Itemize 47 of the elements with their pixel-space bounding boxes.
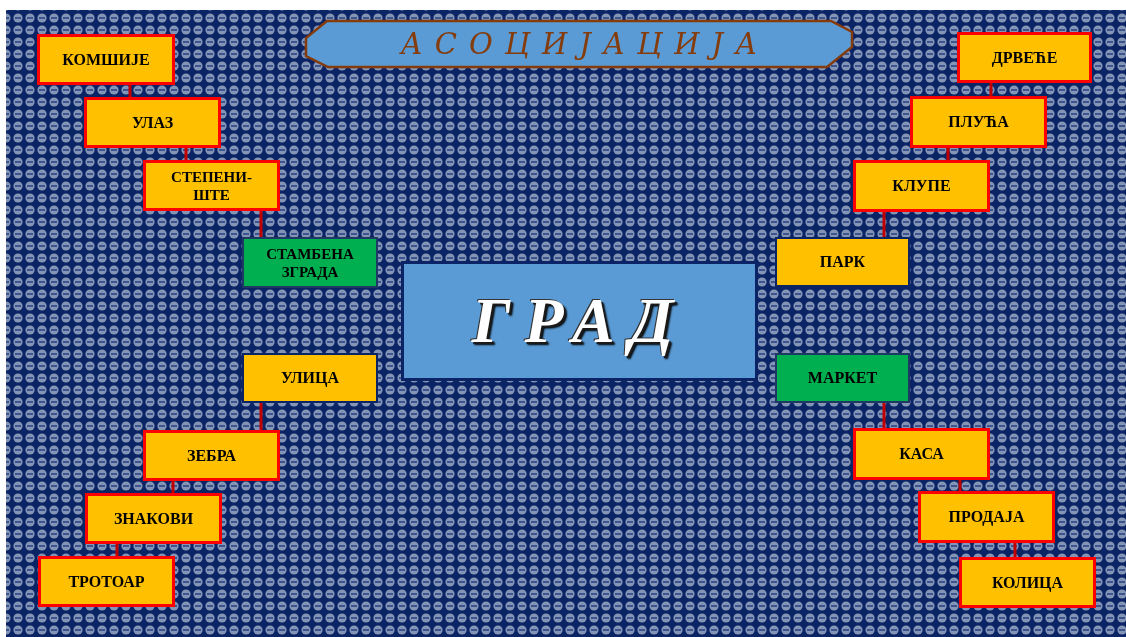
- word: ПАРК: [819, 252, 866, 272]
- word-box: [918, 491, 1055, 543]
- connector-line: [882, 403, 886, 428]
- word-box: [959, 557, 1096, 608]
- connector-line: [184, 148, 188, 160]
- word: СТЕПЕНИ- ШТЕ: [170, 167, 253, 204]
- word: СТАМБЕНА ЗГРАДА: [265, 244, 355, 281]
- word-box: [143, 160, 280, 211]
- word: КОЛИЦА: [991, 572, 1064, 593]
- word: ПРОДАЈА: [948, 507, 1025, 527]
- word: УЛАЗ: [131, 112, 174, 133]
- word-box: [85, 493, 222, 544]
- connector-line: [259, 211, 263, 237]
- word-box: [242, 353, 378, 403]
- word-box: [242, 237, 378, 288]
- connector-line: [171, 481, 175, 493]
- connector-line: [1013, 543, 1017, 557]
- word-box: [853, 428, 990, 480]
- central-word: ГРАД: [471, 283, 688, 358]
- word-box: [957, 32, 1092, 83]
- title: АСОЦИЈАЦИЈА: [400, 27, 770, 61]
- word: ДРВЕЋЕ: [991, 47, 1058, 68]
- word-box: [84, 97, 221, 148]
- central-word-box: [401, 261, 758, 381]
- connector-line: [946, 148, 950, 160]
- connector-line: [259, 403, 263, 430]
- word: ЗНАКОВИ: [113, 508, 194, 529]
- word-box: [143, 430, 280, 481]
- word-box: [910, 96, 1047, 148]
- word-box: [38, 556, 175, 607]
- connector-line: [882, 212, 886, 237]
- word: КОМШИЈЕ: [62, 49, 150, 70]
- word: ЗЕБРА: [187, 445, 236, 466]
- connector-line: [989, 83, 993, 96]
- word: КЛУПЕ: [892, 176, 951, 196]
- word: МАРКЕТ: [807, 368, 878, 388]
- word: ТРОТОАР: [68, 571, 145, 592]
- word: КАСА: [899, 444, 944, 464]
- word-box: [775, 353, 910, 403]
- word-box: [775, 237, 910, 287]
- word: УЛИЦА: [281, 368, 339, 388]
- word-box: [37, 34, 175, 85]
- word-box: [853, 160, 990, 212]
- connector-line: [958, 480, 962, 491]
- connector-line: [128, 85, 132, 97]
- connector-line: [115, 544, 119, 556]
- word: ПЛУЋА: [948, 112, 1009, 132]
